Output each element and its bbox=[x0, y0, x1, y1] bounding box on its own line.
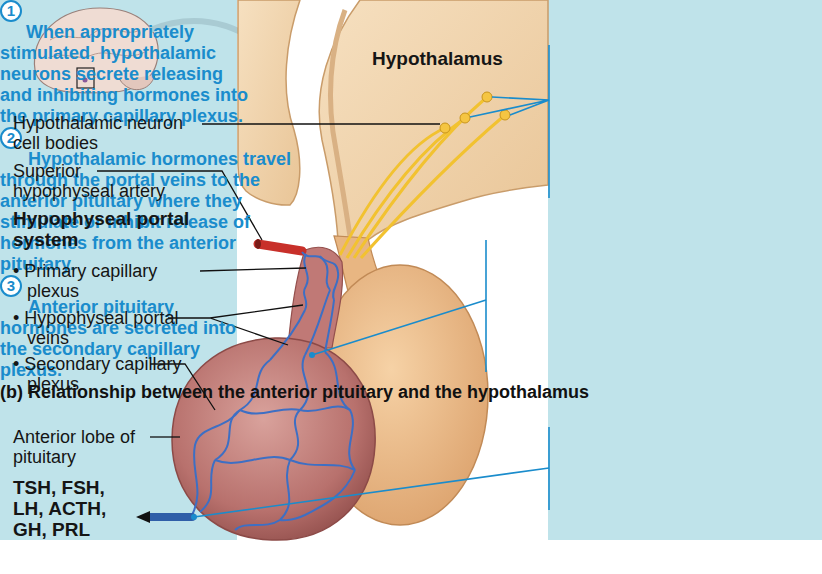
ventricle-wall bbox=[330, 10, 350, 236]
leader-dots bbox=[191, 352, 315, 520]
anterior-lobe bbox=[172, 338, 375, 540]
structure-label: Superior hypophyseal artery bbox=[13, 161, 181, 201]
axons bbox=[340, 97, 505, 258]
artery bbox=[258, 244, 302, 251]
hormone-list: TSH, FSH, LH, ACTH, GH, PRL bbox=[13, 477, 125, 540]
structure-label: Hypothalamus bbox=[372, 48, 542, 69]
callout-text: When appropriately stimulated, hypothala… bbox=[0, 22, 252, 127]
structure-label: Anterior lobe of pituitary bbox=[13, 427, 143, 467]
hypothalamus bbox=[319, 0, 548, 240]
group-heading: Hypophyseal portal system bbox=[13, 208, 191, 250]
caption: (b) Relationship between the anterior pi… bbox=[0, 381, 822, 403]
callout-leaders bbox=[194, 45, 549, 517]
output-arrowhead bbox=[136, 511, 150, 523]
artery-end bbox=[255, 239, 261, 249]
efferent-vein bbox=[150, 513, 192, 521]
caption-band bbox=[0, 540, 822, 574]
structure-label: • Primary capillary plexus bbox=[13, 261, 207, 301]
structure-label: Hypothalamic neuron cell bodies bbox=[13, 113, 208, 153]
structure-label: • Hypophyseal portal veins bbox=[13, 308, 187, 348]
structure-label: • Secondary capillary plexus bbox=[13, 354, 187, 394]
callout-number: 1 bbox=[0, 0, 22, 22]
